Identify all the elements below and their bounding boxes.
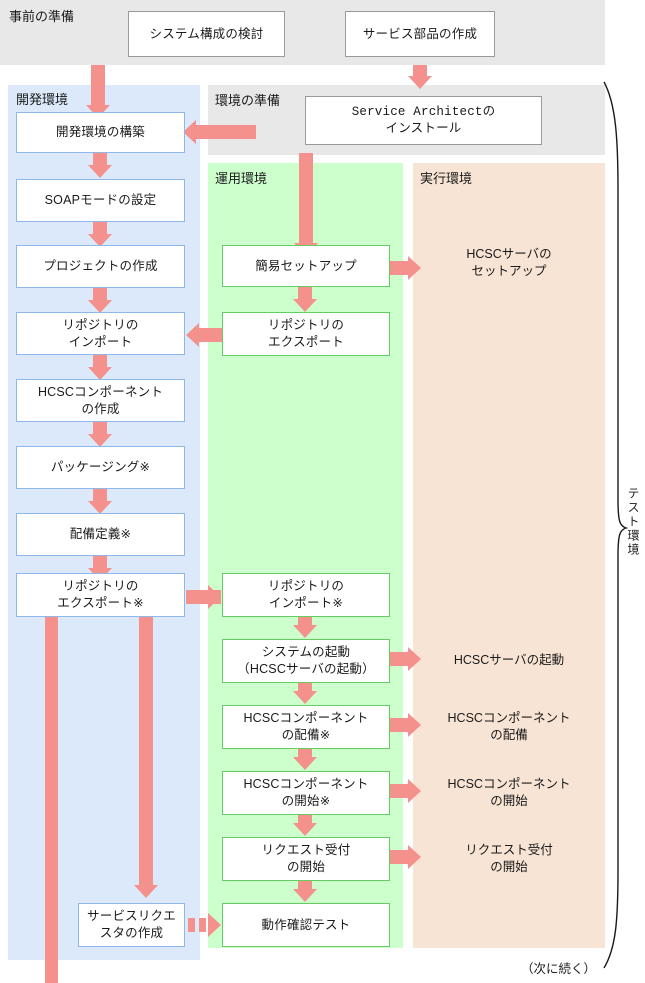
box-create-hcsc-component[interactable]: HCSCコンポーネント の作成: [16, 379, 185, 422]
arrow-shaft-dev-4: [93, 355, 107, 369]
label-start-hcsc-server: HCSCサーバの起動: [453, 653, 565, 667]
arrow-dash-requester-2: [199, 918, 206, 932]
arrow-dash-requester-1: [188, 918, 195, 932]
continued-note: （次に続く）: [521, 962, 597, 976]
arrow-head-dev-6: [88, 501, 112, 514]
arrow-head-ops-6: [293, 889, 317, 902]
arrow-shaft-dev-2: [93, 222, 107, 236]
arrow-shaft-ops-2: [298, 617, 312, 627]
box-deploy-hcsc-component[interactable]: HCSCコンポーネント の配備※: [222, 705, 390, 749]
arrow-head-ops-3: [293, 691, 317, 704]
arrow-head-ops-2: [293, 625, 317, 638]
box-export-repository-ops[interactable]: リポジトリの エクスポート: [222, 312, 390, 356]
arrow-head-request-to-runtime: [408, 845, 421, 869]
arrow-head-setup-to-runtime: [408, 256, 421, 280]
box-verification-test[interactable]: 動作確認テスト: [222, 903, 390, 947]
lane-ops-label: 運用環境: [215, 171, 268, 186]
box-service-parts[interactable]: サービス部品の作成: [345, 11, 495, 57]
test-environment-label: テスト環境: [626, 487, 640, 557]
arrow-head-export-to-import: [208, 585, 221, 609]
arrow-shaft-dev-3: [93, 288, 107, 302]
lane-runtime-background: [413, 163, 605, 948]
arrow-shaft-dev-1: [93, 153, 107, 167]
arrow-head-dev-4: [88, 367, 112, 380]
box-start-system[interactable]: システムの起動 （HCSCサーバの起動）: [222, 639, 390, 683]
arrow-shaft-ops-5: [298, 815, 312, 825]
label-setup-hcsc-server: HCSCサーバの セットアップ: [466, 247, 552, 278]
arrow-shaft-ops-3: [298, 683, 312, 693]
box-create-project[interactable]: プロジェクトの作成: [16, 245, 185, 288]
box-simple-setup[interactable]: 簡易セットアップ: [222, 245, 390, 287]
arrow-head-ops-5: [293, 823, 317, 836]
lane-prep-background: [0, 0, 605, 65]
test-environment-brace: [603, 81, 628, 969]
lane-envprep-label: 環境の準備: [215, 93, 281, 108]
arrow-shaft-dev-5: [93, 422, 107, 436]
arrow-head-ops-4: [293, 757, 317, 770]
box-create-service-requester[interactable]: サービスリクエ スタの作成: [78, 903, 185, 947]
arrow-shaft-dev-7: [93, 556, 107, 570]
arrow-head-dev-1: [88, 165, 112, 178]
arrow-shaft-parts-to-sa: [413, 65, 427, 78]
lane-dev-label: 開発環境: [16, 92, 69, 107]
arrow-head-dev-5: [88, 434, 112, 447]
arrow-head-requester-to-test: [208, 913, 221, 937]
arrow-head-dev-3: [88, 300, 112, 313]
arrow-shaft-setup-to-runtime: [389, 261, 411, 275]
arrow-head-startcomp-to-runtime: [408, 779, 421, 803]
box-deploy-definition[interactable]: 配備定義※: [16, 513, 185, 556]
box-system-design[interactable]: システム構成の検討: [128, 11, 285, 57]
arrow-head-opsexport-to-devimport: [186, 323, 199, 347]
arrow-shaft-ops-1: [298, 287, 312, 301]
box-packaging[interactable]: パッケージング※: [16, 446, 185, 489]
arrow-shaft-dev-6: [93, 489, 107, 503]
box-import-repository-ops[interactable]: リポジトリの インポート※: [222, 573, 390, 617]
arrow-head-parts-to-sa: [408, 76, 432, 89]
arrow-shaft-ops-6: [298, 881, 312, 891]
arrow-shaft-opsexport-to-devimport: [199, 328, 223, 342]
arrow-shaft-startsys-to-runtime: [389, 652, 411, 666]
box-start-request-reception[interactable]: リクエスト受付 の開始: [222, 837, 390, 881]
arrow-line-export-long: [45, 617, 58, 983]
arrow-head-export-to-requester: [134, 885, 158, 898]
arrow-head-ops-1: [293, 299, 317, 312]
arrow-shaft-startcomp-to-runtime: [389, 784, 411, 798]
box-export-repository[interactable]: リポジトリの エクスポート※: [16, 573, 185, 617]
arrow-shaft-deploy-to-runtime: [389, 718, 411, 732]
arrow-head-deploy-to-runtime: [408, 713, 421, 737]
arrow-shaft-ops-4: [298, 749, 312, 759]
label-deploy-hcsc-component-runtime: HCSCコンポーネント の配備: [447, 711, 571, 742]
label-start-request-reception-runtime: リクエスト受付 の開始: [465, 843, 553, 874]
arrow-shaft-design-to-dev: [91, 65, 105, 107]
box-import-repository[interactable]: リポジトリの インポート: [16, 312, 185, 355]
arrow-shaft-sa-to-devbuild: [196, 125, 256, 139]
box-start-hcsc-component[interactable]: HCSCコンポーネント の開始※: [222, 771, 390, 815]
box-install-service-architect[interactable]: Service Architectの インストール: [305, 96, 542, 145]
box-build-dev-env[interactable]: 開発環境の構築: [16, 112, 185, 153]
arrow-head-sa-to-devbuild: [183, 120, 196, 144]
arrow-head-startsys-to-runtime: [408, 647, 421, 671]
lane-prep-label: 事前の準備: [9, 9, 75, 24]
arrow-shaft-export-to-requester: [139, 617, 153, 887]
arrow-shaft-request-to-runtime: [389, 850, 411, 864]
label-start-hcsc-component-runtime: HCSCコンポーネント の開始: [447, 777, 571, 808]
box-soap-mode[interactable]: SOAPモードの設定: [16, 179, 185, 222]
lane-runtime-label: 実行環境: [420, 171, 473, 186]
arrow-shaft-sa-to-setup: [299, 153, 313, 245]
arrow-head-dev-2: [88, 234, 112, 247]
